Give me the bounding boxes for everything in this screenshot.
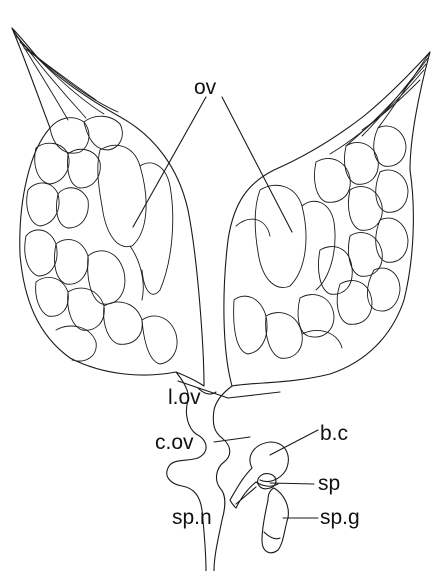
leader-l-ov-right [228,392,280,398]
leader-c-ov [214,437,250,442]
leader-ov-left [133,97,206,227]
label-sp-n: sp.n [172,506,212,529]
leader-sp [270,483,314,484]
leader-sp-n [236,487,256,504]
right-ovary [224,52,430,386]
leader-lines [133,97,318,518]
label-ov: ov [194,76,217,99]
label-l-ov: l.ov [168,386,201,409]
left-ovary [12,28,204,386]
label-sp: sp [318,472,340,495]
label-b-c: b.c [320,422,348,445]
label-sp-g: sp.g [320,506,360,529]
label-c-ov: c.ov [155,431,194,454]
leader-ov-right [222,97,292,232]
